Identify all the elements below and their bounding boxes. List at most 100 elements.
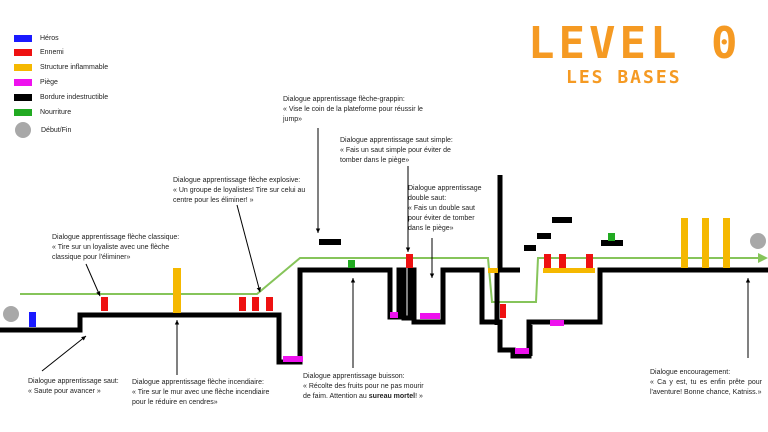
floating-platform — [601, 240, 623, 246]
legend-label: Héros — [40, 34, 59, 42]
enemy-marker — [252, 297, 259, 311]
arrow-saut-head — [81, 336, 86, 341]
arrow-explosive-head — [256, 287, 261, 292]
legend-label: Ennemi — [40, 48, 64, 56]
flammable-structure — [702, 218, 709, 268]
trap-marker — [283, 356, 303, 362]
trap-swatch — [14, 78, 32, 86]
arrow-saut-simple-head — [405, 247, 411, 252]
arrow-classique-head — [96, 291, 101, 296]
annotation-body: « Ca y est, tu es enfin prête pour l'ave… — [650, 379, 762, 396]
trap-marker — [550, 320, 564, 326]
annotation-explosive: Dialogue apprentissage flèche explosive:… — [173, 176, 310, 206]
legend-item-start-end: Début/Fin — [14, 122, 72, 138]
enemy-marker — [586, 254, 593, 268]
floating-platform — [537, 233, 551, 239]
annotation-saut: Dialogue apprentissage saut: « Saute pou… — [28, 377, 128, 397]
enemy-marker — [406, 254, 413, 268]
flammable-structure — [681, 218, 688, 268]
annotation-body: « Un groupe de loyalistes! Tire sur celu… — [173, 187, 306, 204]
enemy-swatch — [14, 48, 32, 56]
floating-platform — [319, 239, 341, 245]
legend-item-trap: Piège — [14, 76, 58, 88]
flammable-structure — [488, 268, 498, 273]
arrow-explosive — [236, 204, 261, 293]
annotation-grappin: Dialogue apprentissage flèche-grappin: «… — [283, 95, 423, 125]
arrow-buisson-head — [350, 278, 356, 283]
legend-item-flammable: Structure inflammable — [14, 61, 108, 73]
food-marker — [348, 260, 355, 268]
path-arrowhead — [758, 253, 768, 263]
legend-item-hero: Héros — [14, 32, 59, 44]
enemy-marker — [559, 254, 566, 268]
trap-marker — [390, 312, 398, 318]
enemy-marker — [239, 297, 246, 311]
terrain-wall-2 — [497, 175, 520, 273]
annotation-encouragement: Dialogue encouragement: « Ca y est, tu e… — [650, 368, 762, 398]
legend-label: Piège — [40, 78, 58, 86]
hero-marker — [29, 312, 36, 327]
annotation-saut-simple: Dialogue apprentissage saut simple: « Fa… — [340, 136, 462, 166]
flammable-structure — [723, 218, 730, 268]
legend-item-border: Bordure indestructible — [14, 91, 108, 103]
arrow-incendiaire-head — [174, 320, 180, 325]
annotation-body: « Récolte des fruits pour ne pas mourir … — [303, 382, 427, 402]
annotation-double-saut: Dialogue apprentissage double saut: « Fa… — [408, 184, 490, 234]
enemy-marker — [101, 297, 108, 311]
floating-platform — [552, 217, 572, 223]
annotation-heading: Dialogue encouragement: — [650, 369, 731, 376]
annotation-heading: Dialogue apprentissage flèche incendiair… — [132, 379, 264, 386]
legend-label: Début/Fin — [41, 126, 72, 134]
arrow-encouragement-head — [745, 278, 751, 283]
annotation-heading: Dialogue apprentissage flèche-grappin: — [283, 96, 405, 103]
annotation-body: « Tire sur le mur avec une flèche incend… — [132, 389, 270, 406]
flammable-structure — [173, 268, 181, 313]
border-swatch — [14, 93, 32, 101]
annotation-heading: Dialogue apprentissage flèche classique: — [52, 234, 180, 241]
level-subtitle: LES BASES — [566, 67, 682, 88]
annotation-body-end: ! » — [415, 393, 423, 400]
legend-label: Structure inflammable — [40, 63, 109, 71]
flammable-swatch — [14, 63, 32, 71]
arrow-saut — [41, 335, 87, 372]
food-swatch — [14, 108, 32, 116]
player-path-line — [20, 257, 760, 303]
trap-marker — [515, 348, 529, 354]
floating-platform — [524, 245, 536, 251]
annotation-classique: Dialogue apprentissage flèche classique:… — [52, 233, 200, 263]
annotation-heading: Dialogue apprentissage buisson: — [303, 373, 405, 380]
annotation-body: « Saute pour avancer » — [28, 388, 101, 395]
annotation-body: « Fais un double saut pour éviter de tom… — [408, 205, 475, 232]
arrow-classique — [85, 263, 101, 297]
annotation-body-text: « Récolte des fruits pour ne pas mourir … — [303, 383, 424, 400]
annotation-body: « Tire sur un loyaliste avec une flèche … — [52, 244, 170, 261]
hero-swatch — [14, 34, 32, 42]
annotation-body-bold: sureau mortel — [368, 393, 416, 400]
legend-item-food: Nourriture — [14, 106, 71, 118]
annotation-body: « Fais un saut simple pour éviter de tom… — [340, 147, 451, 164]
legend-item-enemy: Ennemi — [14, 46, 64, 58]
end-marker — [750, 233, 766, 249]
annotation-buisson: Dialogue apprentissage buisson: « Récolt… — [303, 372, 427, 402]
terrain-wall-1 — [0, 267, 768, 365]
annotation-body: « Vise le coin de la plateforme pour réu… — [283, 106, 423, 123]
annotation-heading: Dialogue apprentissage double saut: — [408, 185, 482, 202]
annotation-heading: Dialogue apprentissage saut simple: — [340, 137, 453, 144]
enemy-marker — [266, 297, 273, 311]
level-title: LEVEL 0 — [528, 18, 742, 69]
enemy-marker — [500, 304, 506, 318]
trap-marker — [420, 313, 440, 319]
legend-label: Nourriture — [40, 108, 72, 116]
food-marker — [608, 233, 615, 241]
arrow-grappin-head — [315, 228, 321, 233]
legend-label: Bordure indestructible — [40, 93, 109, 101]
start-marker — [3, 306, 19, 322]
annotation-incendiaire: Dialogue apprentissage flèche incendiair… — [132, 378, 272, 408]
flammable-structure — [543, 268, 595, 273]
arrow-double-saut-head — [429, 273, 435, 278]
annotation-heading: Dialogue apprentissage saut: — [28, 378, 119, 385]
enemy-marker — [544, 254, 551, 268]
annotation-heading: Dialogue apprentissage flèche explosive: — [173, 177, 301, 184]
start-end-swatch — [15, 122, 31, 138]
